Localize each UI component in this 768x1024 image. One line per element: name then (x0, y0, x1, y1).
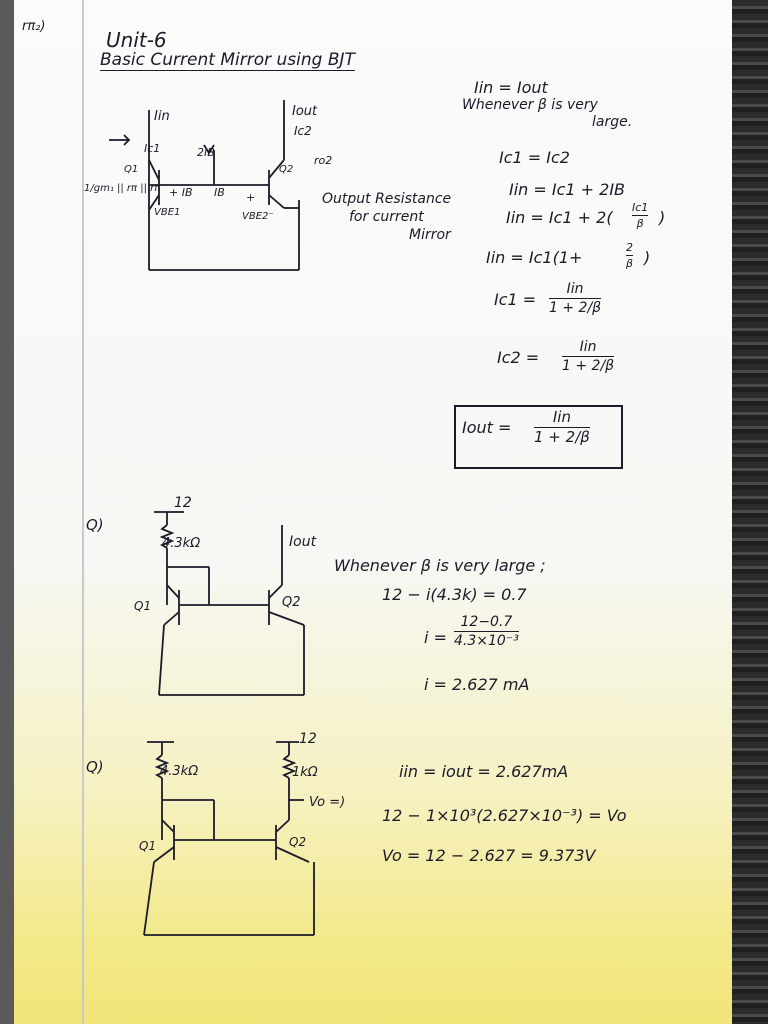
derivation-line-6a: Iin = Ic1 + 2( (506, 208, 613, 227)
notebook-spine (732, 0, 768, 1024)
q1-step-4: i = 2.627 mA (424, 675, 530, 694)
label-vbe2: VBE2⁻ (242, 211, 274, 222)
label-ib1: + IB (169, 186, 193, 199)
fraction-bar (626, 255, 634, 256)
fraction-numerator: Iin (566, 281, 584, 297)
circuit-drawings (109, 100, 315, 936)
label-iin: Iin (154, 109, 170, 124)
q1-step-2: 12 − i(4.3k) = 0.7 (382, 585, 527, 604)
derivation-line-8a: Ic1 = (494, 290, 537, 309)
derivation-line-6-fraction: Ic1 β (632, 201, 649, 230)
fraction-numerator: Iin (552, 408, 571, 426)
derivation-line-9a: Ic2 = (497, 348, 540, 367)
q2-supply-label: 12 (299, 731, 317, 747)
q1-step-1: Whenever β is very large ; (334, 556, 546, 575)
q2-step-1: iin = iout = 2.627mA (399, 762, 569, 781)
output-resistance-line3: Mirror (409, 227, 451, 243)
margin-line (82, 0, 84, 1024)
fraction-denominator: 1 + 2/β (562, 358, 615, 374)
q2-resistor-1-label: 4.3kΩ (160, 764, 199, 779)
derivation-line-9-fraction: Iin 1 + 2/β (562, 339, 615, 374)
q2-step-2: 12 − 1×10³(2.627×10⁻³) = Vo (382, 806, 627, 825)
fraction-numerator: 12−0.7 (460, 614, 513, 630)
page-title: Basic Current Mirror using BJT (100, 50, 355, 71)
fraction-bar (534, 427, 590, 428)
q2-vo-label: Vo =) (309, 795, 346, 810)
label-q1: Q1 (124, 164, 139, 175)
result-box (454, 405, 623, 469)
fraction-numerator: Ic1 (632, 201, 649, 214)
q2-transistor-2: Q2 (289, 835, 307, 849)
fraction-denominator: 1 + 2/β (549, 300, 602, 316)
output-resistance-line2: for current (349, 209, 424, 225)
q2-resistor-2-label: 1kΩ (292, 765, 318, 780)
derivation-line-5: Iin = Ic1 + 2IB (509, 180, 626, 199)
question-1-label: Q) (86, 516, 104, 534)
label-q2: Q2 (279, 164, 294, 175)
output-resistance-line1: Output Resistance (322, 191, 452, 207)
question-2-label: Q) (86, 758, 104, 776)
q2-transistor-1: Q1 (139, 839, 157, 853)
derivation-line-2: Whenever β is very (462, 97, 598, 113)
result-fraction: Iin 1 + 2/β (534, 410, 590, 445)
label-ib2: IB (214, 186, 225, 199)
derivation-line-3: large. (592, 114, 633, 130)
fraction-numerator: Iin (579, 339, 597, 355)
label-gm: 1/gm₁ || rπ || rπ (84, 183, 161, 194)
derivation-line-6b: ) (659, 208, 666, 227)
current-mirror-circuit-2 (154, 511, 305, 696)
fraction-denominator: β (636, 217, 644, 230)
q1-step-3-fraction: 12−0.7 4.3×10⁻³ (454, 615, 519, 648)
notebook-page: rπ₂) Unit-6 Basic Current Mirror using B… (14, 0, 732, 1024)
q1-supply-label: 12 (174, 495, 192, 511)
label-ic2: Ic2 (294, 124, 312, 138)
label-vbe1: VBE1 (154, 207, 181, 218)
derivation-line-1: Iin = Iout (474, 78, 548, 97)
fraction-denominator: 1 + 2/β (534, 428, 590, 446)
unit-heading: Unit-6 (106, 28, 167, 52)
label-plus: + (246, 191, 256, 204)
fraction-bar (632, 215, 649, 216)
q2-step-3: Vo = 12 − 2.627 = 9.373V (382, 846, 596, 865)
derivation-line-7-fraction: 2 β (626, 241, 634, 270)
fraction-bar (549, 298, 602, 299)
q1-transistor-2: Q2 (282, 595, 301, 610)
label-iout: Iout (292, 104, 318, 119)
current-mirror-circuit-1 (109, 100, 300, 271)
fraction-denominator: 4.3×10⁻³ (454, 633, 519, 649)
fraction-bar (454, 631, 519, 632)
current-mirror-circuit-3 (143, 741, 315, 936)
label-ro2: ro2 (314, 154, 333, 167)
label-2ib: 2IB (197, 146, 215, 159)
fraction-bar (562, 356, 615, 357)
derivation-line-7b: ) (644, 248, 651, 267)
derivation-line-8-fraction: Iin 1 + 2/β (549, 281, 602, 316)
fraction-denominator: β (626, 257, 634, 270)
q1-transistor-1: Q1 (134, 599, 152, 613)
derivation-line-4: Ic1 = Ic2 (499, 148, 570, 167)
label-ic1: Ic1 (144, 142, 161, 155)
q1-iout-label: Iout (289, 534, 317, 550)
corner-note: rπ₂) (22, 19, 46, 34)
derivation-line-7a: Iin = Ic1(1+ (486, 248, 583, 267)
q1-step-3a: i = (424, 628, 447, 647)
q1-resistor-label: 4.3kΩ (162, 536, 201, 551)
fraction-numerator: 2 (626, 241, 634, 254)
result-lhs: Iout = (462, 418, 512, 437)
